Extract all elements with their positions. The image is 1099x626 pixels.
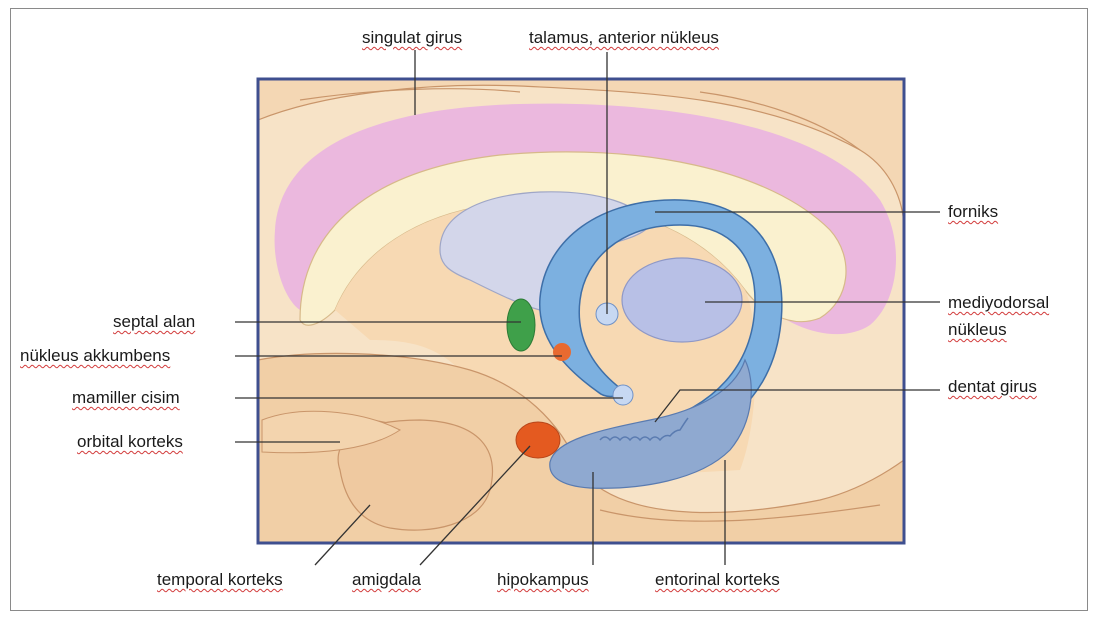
label-forniks: forniks [948,202,998,222]
label-nukleus-akkumbens: nükleus akkumbens [20,346,170,366]
label-amigdala: amigdala [352,570,421,590]
label-mediyodorsal: mediyodorsal [948,293,1049,313]
mamillary-body [613,385,633,405]
septal-area [507,299,535,351]
label-temporal-korteks: temporal korteks [157,570,283,590]
label-entorinal-korteks: entorinal korteks [655,570,780,590]
label-dentat-girus: dentat girus [948,377,1037,397]
label-septal-alan: septal alan [113,312,195,332]
amygdala [516,422,560,458]
mediodorsal-nucleus [622,258,742,342]
label-hipokampus: hipokampus [497,570,589,590]
label-singulat-girus: singulat girus [362,28,462,48]
label-mediyodorsal-nukleus: nükleus [948,320,1007,340]
bottom-margin [0,612,1099,626]
label-talamus-anterior-nukleus: talamus, anterior nükleus [529,28,719,48]
brain-illustration [258,79,904,543]
label-orbital-korteks: orbital korteks [77,432,183,452]
nucleus-accumbens [553,343,571,361]
label-mamiller-cisim: mamiller cisim [72,388,180,408]
